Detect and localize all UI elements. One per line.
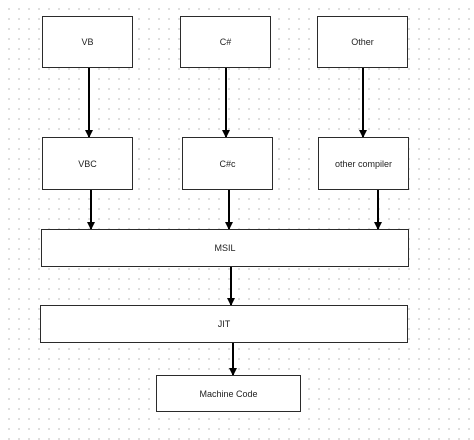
node-jit: JIT [40, 305, 408, 343]
node-other-compiler-label: other compiler [334, 158, 393, 169]
node-jit-label: JIT [217, 319, 231, 329]
node-csharp-label: C# [219, 37, 232, 47]
node-vb: VB [42, 16, 133, 68]
node-vb-label: VB [81, 37, 94, 47]
node-other: Other [317, 16, 408, 68]
node-msil-label: MSIL [214, 243, 236, 253]
node-machine-code-label: Machine Code [199, 388, 258, 399]
node-csharp: C# [180, 16, 271, 68]
node-csc-label: C#c [219, 158, 236, 169]
node-other-compiler: other compiler [318, 137, 409, 190]
node-csc: C#c [182, 137, 273, 190]
node-machine-code: Machine Code [156, 375, 301, 412]
node-other-label: Other [351, 37, 374, 47]
node-msil: MSIL [41, 229, 409, 267]
node-vbc-label: VBC [78, 158, 97, 169]
node-vbc: VBC [42, 137, 133, 190]
